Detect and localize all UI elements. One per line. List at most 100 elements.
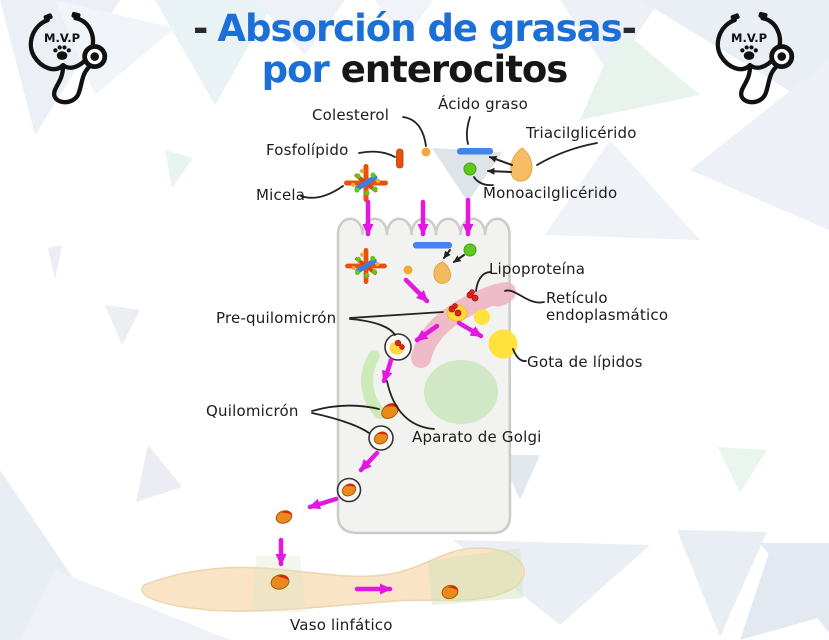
cholesterol-dot-cell <box>403 265 413 275</box>
label-micela: Micela <box>256 186 306 204</box>
nucleus <box>424 360 498 424</box>
earpiece-icon <box>43 13 53 21</box>
logo-text: M.V.P <box>44 31 80 45</box>
background-triangle <box>677 530 767 637</box>
micelle-in-cell <box>345 247 387 285</box>
logo-text: M.V.P <box>731 31 767 45</box>
chylomicron-vesicle <box>336 477 362 503</box>
label-prequilomicron: Pre-quilomicrón <box>216 309 337 327</box>
stethoscope-tube <box>739 64 779 105</box>
monoacylglycerol-dot-cell <box>463 243 477 257</box>
background-triangle <box>718 447 767 493</box>
label-reticulo-line1: Retículo <box>546 289 608 307</box>
label-colesterol: Colesterol <box>312 106 390 124</box>
label-acido-graso: Ácido graso <box>438 95 528 113</box>
pointer-micela <box>300 185 344 199</box>
pointer-fosfolipido <box>358 150 396 158</box>
label-pointers <box>300 116 598 434</box>
monoacylglycerol-dot <box>463 162 477 176</box>
background-triangle <box>105 305 140 345</box>
arrow-exocytosis <box>307 496 339 510</box>
arrow-to-er <box>403 277 430 304</box>
flow-arrows <box>275 197 484 595</box>
background-triangle <box>375 0 433 42</box>
pointer-gota <box>512 348 527 362</box>
chylomicron-vesicle <box>368 425 394 451</box>
pointer-quilomicron-1 <box>311 404 380 412</box>
chylomicron-on-golgi <box>381 403 399 419</box>
paw-icon <box>740 45 758 60</box>
background-triangle <box>640 0 829 115</box>
earpiece-icon <box>71 11 81 19</box>
background-triangle <box>740 550 829 640</box>
arrow-to-golgi <box>381 357 394 384</box>
chylomicron-in-vessel <box>441 584 459 600</box>
background-triangle <box>136 445 182 502</box>
label-quilomicron: Quilomicrón <box>206 402 299 420</box>
chest-piece-center <box>777 52 787 61</box>
title-dash-left: - <box>193 7 208 50</box>
fatty-acid-bar-lumen <box>457 148 493 155</box>
pointer-golgi <box>386 380 435 430</box>
stethoscope-head-left <box>28 17 66 72</box>
lipid-droplet <box>488 329 518 359</box>
pointer-monoacilglicerido <box>473 176 494 187</box>
label-vaso-linfatico: Vaso linfático <box>290 616 393 634</box>
fatty-acid-bar-cell <box>413 242 452 249</box>
background-triangle <box>255 0 345 55</box>
arrow-er-to-droplet <box>456 320 484 339</box>
phospholipid-bar <box>396 148 404 169</box>
label-monoacilglicerido: Monoacilglicérido <box>483 184 618 202</box>
arrow-er-to-vesicle <box>414 323 440 343</box>
stethoscope-head-left <box>715 17 753 72</box>
label-aparato-golgi: Aparato de Golgi <box>412 428 542 446</box>
lymphatic-vessel <box>141 547 525 612</box>
pointer-acido-graso <box>466 116 471 145</box>
mvp-stethoscope-logo: M.V.P <box>28 11 108 105</box>
pointer-colesterol <box>402 116 427 147</box>
endoplasmic-reticulum <box>411 282 516 368</box>
arrow-exocytosis <box>358 450 380 473</box>
background-triangle <box>690 60 829 230</box>
lipoprotein-particles <box>448 289 479 317</box>
title-enterocitos: enterocitos <box>340 48 569 91</box>
mvp-stethoscope-logo: M.V.P <box>715 11 795 105</box>
title-dash-right: - <box>621 7 637 50</box>
label-fosfolipido: Fosfolípido <box>266 141 349 159</box>
earpiece-icon <box>730 13 740 21</box>
background-triangle <box>48 245 62 280</box>
chylomicron-in-vessel <box>270 574 290 590</box>
label-lipoproteina: Lipoproteína <box>489 260 586 278</box>
earpiece-icon <box>758 11 768 19</box>
title-por: por <box>261 48 330 91</box>
pointer-quilomicron-2 <box>311 412 370 434</box>
chest-piece-center <box>90 52 100 61</box>
micelle-lumen <box>344 164 388 202</box>
background-triangle <box>580 28 700 120</box>
stethoscope-tube <box>52 64 92 105</box>
title-main: Absorción de grasas <box>217 7 622 50</box>
background-triangle <box>155 0 275 105</box>
background-triangle <box>545 140 700 240</box>
pointer-prequilomicron-2 <box>349 318 396 336</box>
reforming-tag-blob <box>433 261 451 284</box>
pointer-prequilomicron-1 <box>349 311 444 319</box>
pointer-triacilglicerido <box>536 142 598 166</box>
small-lipid-droplet <box>474 309 490 325</box>
title-line-1: -Absorción de grasas- <box>0 8 829 49</box>
background-triangle <box>20 570 230 640</box>
title-line-2: por enterocitos <box>0 49 829 90</box>
pointer-lipoproteina <box>475 271 492 292</box>
page-title: -Absorción de grasas- por enterocitos <box>0 8 829 90</box>
pre-chylomicron-vesicle <box>384 333 412 361</box>
label-gota-lipidos: Gota de lípidos <box>527 353 643 371</box>
chylomicron-free <box>275 510 293 524</box>
label-reticulo-line2: endoplasmático <box>546 306 669 324</box>
background-triangle <box>165 150 193 188</box>
label-triacilglicerido: Triacilglicérido <box>526 124 637 142</box>
triacylglycerol-blob <box>510 147 533 182</box>
paw-icon <box>53 45 71 60</box>
cholesterol-dot <box>421 147 431 157</box>
